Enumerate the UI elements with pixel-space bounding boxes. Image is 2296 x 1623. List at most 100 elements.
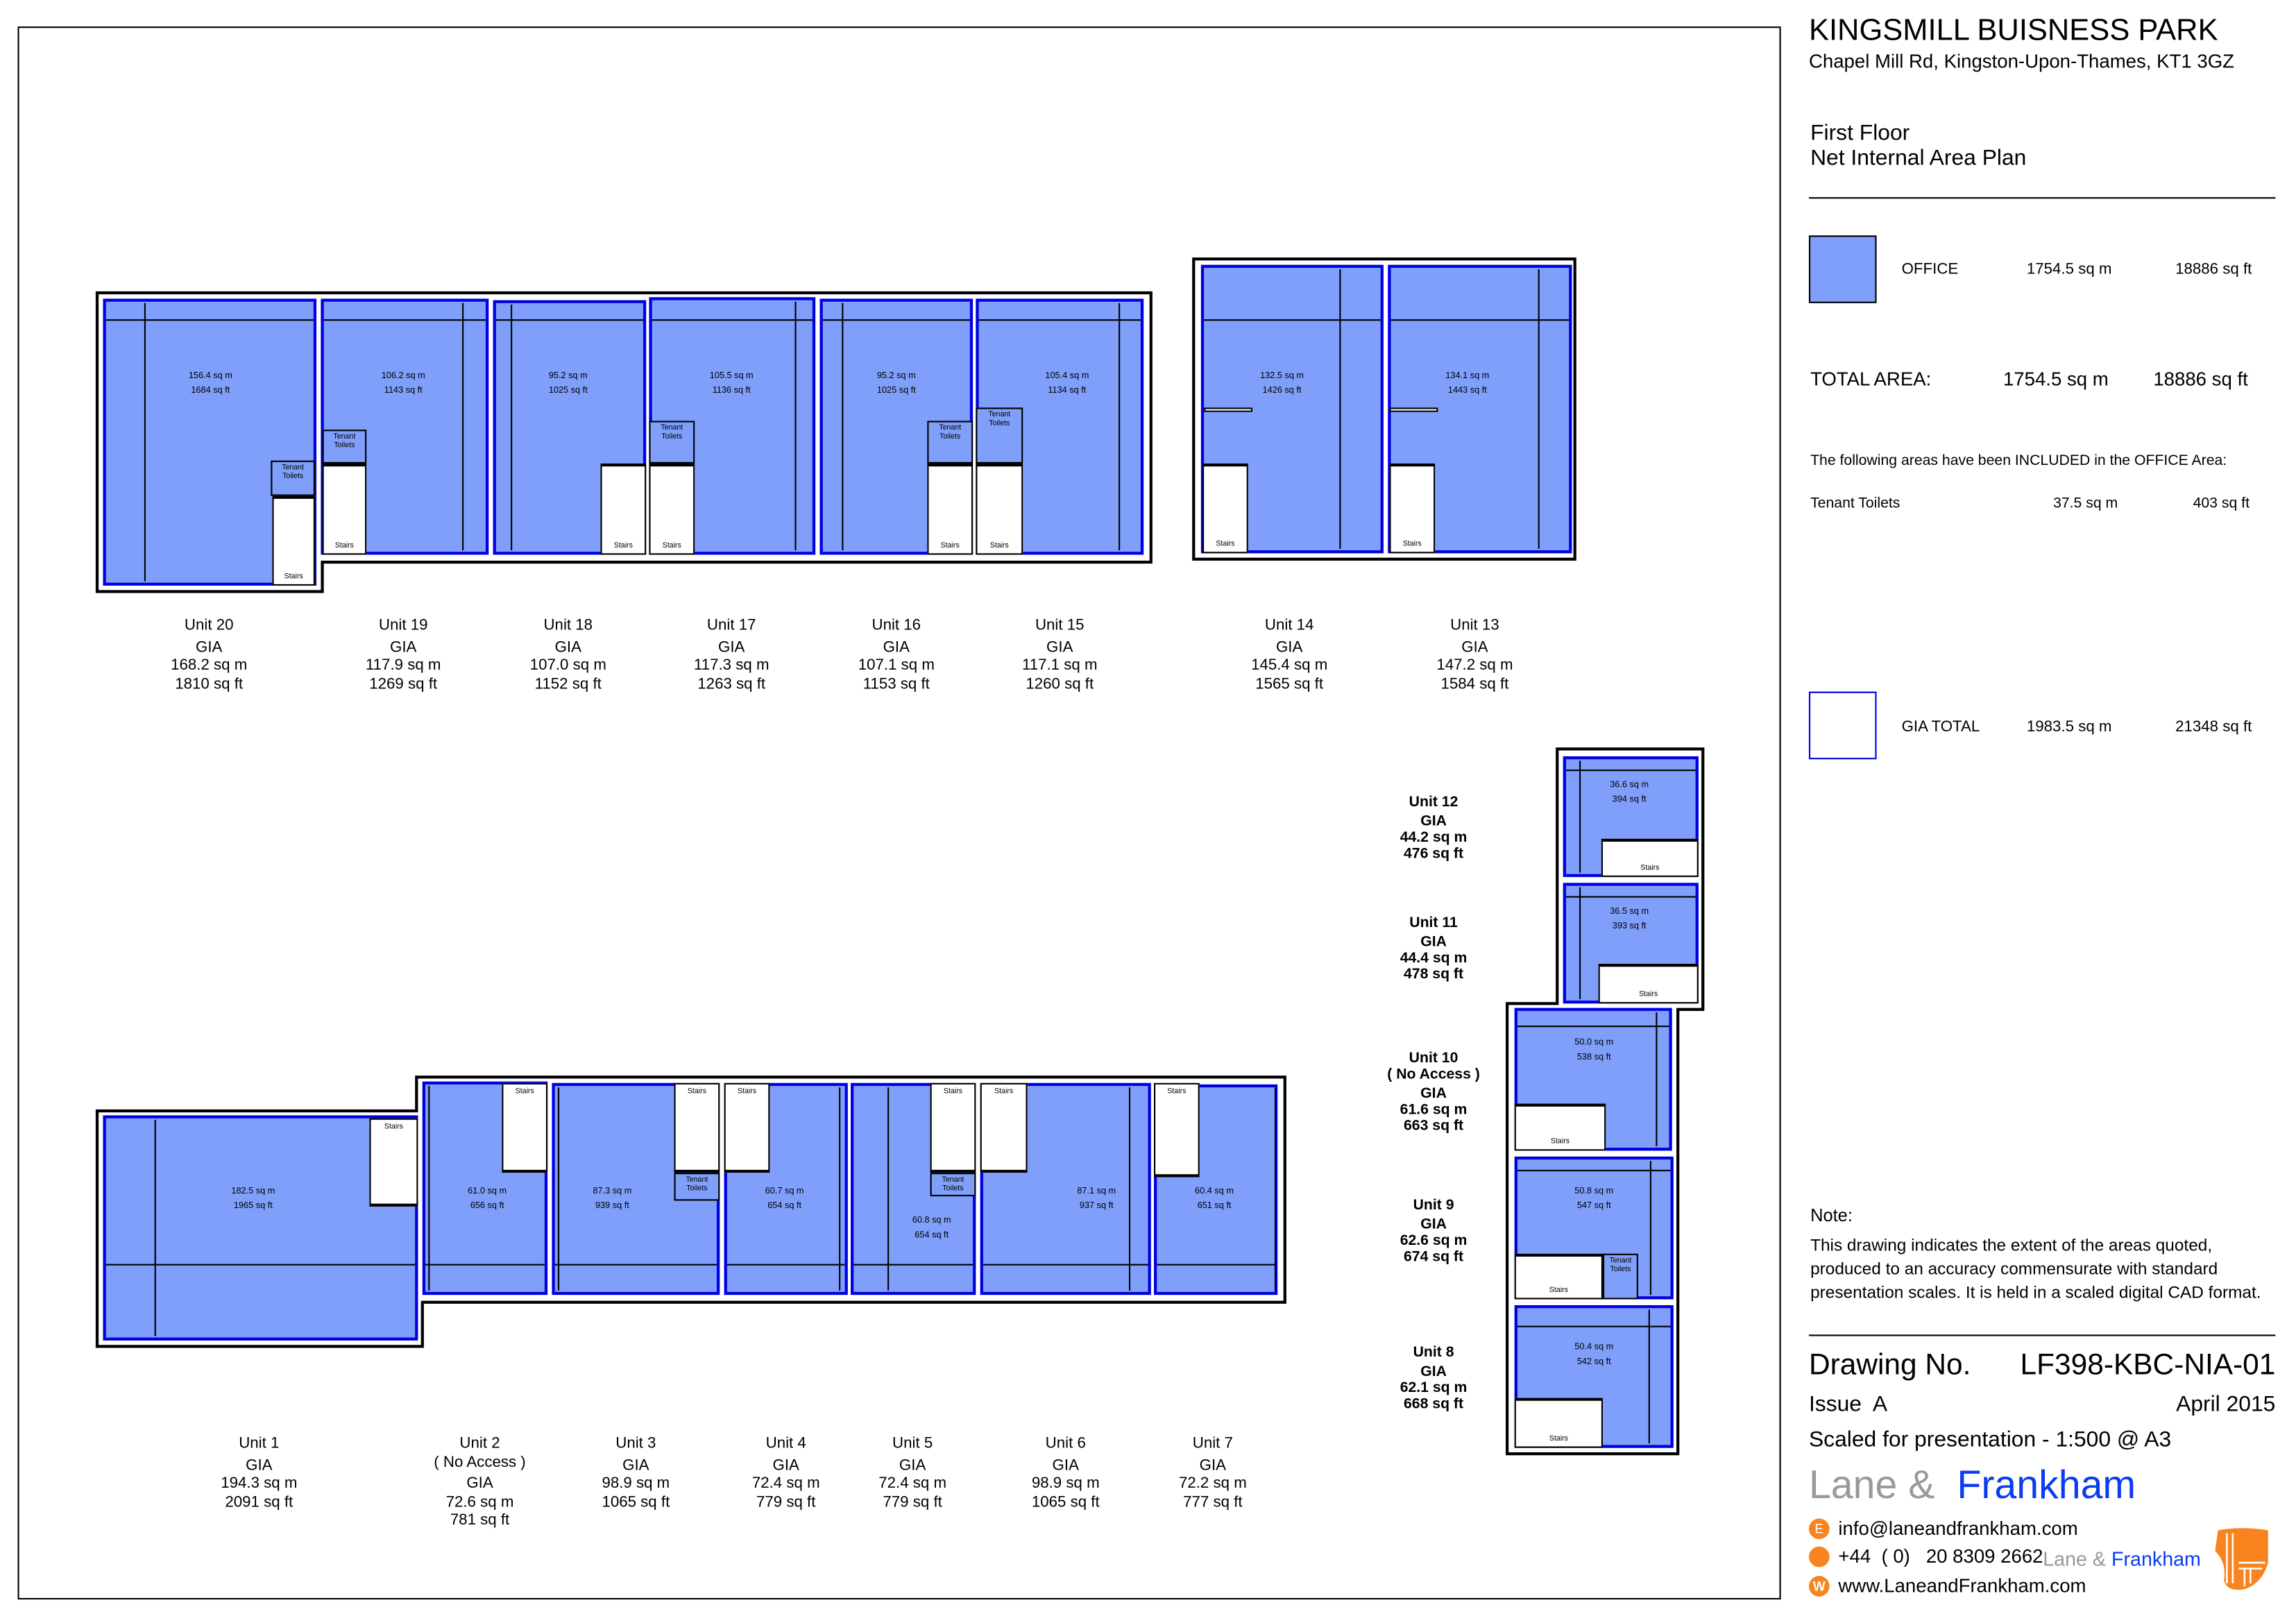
- note-text: This drawing indicates the extent of the…: [1810, 1234, 2261, 1305]
- dimension-line: [105, 1264, 416, 1266]
- unit-name: Unit 20: [184, 616, 234, 634]
- gia-sqm: 61.6 sq m: [1400, 1102, 1468, 1119]
- gia-sqft: 1584 sq ft: [1440, 674, 1509, 692]
- dimension-line: [144, 303, 146, 581]
- room-label: Stairs: [515, 1087, 534, 1096]
- wall-ledge: [1389, 407, 1438, 412]
- unit-name: Unit 16: [871, 616, 921, 634]
- email-link[interactable]: info@laneandfrankham.com: [1838, 1517, 2078, 1540]
- floor-title: First Floor: [1810, 120, 1910, 146]
- unit-19-office-area[interactable]: [321, 298, 489, 555]
- phone-icon: [1808, 1546, 1830, 1567]
- dimension-line: [1119, 303, 1121, 551]
- unit-name: Unit 17: [706, 616, 756, 634]
- gia-legend-sqm: 1983.5 sq m: [2026, 717, 2112, 736]
- dimension-line: [1648, 1309, 1650, 1444]
- dimension-line: [983, 1264, 1148, 1266]
- gia-sqm: 98.9 sq m: [602, 1474, 670, 1493]
- dimension-line: [853, 1264, 973, 1266]
- stairs-room: Stairs: [1389, 463, 1436, 554]
- wall-ledge: [1204, 407, 1253, 412]
- office-area-sqft: 538 sq ft: [1576, 1053, 1611, 1062]
- gia-label: GIA: [466, 1474, 493, 1493]
- office-area-sqft: 939 sq ft: [595, 1201, 629, 1211]
- gia-sqft: 1153 sq ft: [862, 674, 930, 692]
- dimension-line: [726, 1264, 845, 1266]
- web-icon: W: [1808, 1576, 1830, 1597]
- dimension-line: [1538, 269, 1540, 549]
- gia-sqft: 2091 sq ft: [225, 1493, 294, 1511]
- brand-logo-icon: [2215, 1528, 2268, 1590]
- office-area-sqft: 1443 sq ft: [1447, 386, 1487, 396]
- room-label: Stairs: [1167, 1087, 1187, 1096]
- office-area-sqft: 937 sq ft: [1079, 1201, 1114, 1211]
- dimension-line: [462, 303, 464, 551]
- dimension-line: [1339, 269, 1341, 549]
- office-area-sqm: 60.4 sq m: [1195, 1187, 1234, 1197]
- gia-label: GIA: [899, 1456, 926, 1474]
- office-area-sqft: 654 sq ft: [767, 1201, 802, 1211]
- gia-label: GIA: [883, 638, 910, 656]
- room-label: Stairs: [1550, 1137, 1570, 1146]
- office-area-sqft: 1426 sq ft: [1262, 386, 1302, 396]
- room-label: Stairs: [384, 1123, 403, 1132]
- unit-name: Unit 2: [459, 1434, 500, 1453]
- stairs-room: Stairs: [1514, 1103, 1606, 1151]
- project-address: Chapel Mill Rd, Kingston-Upon-Thames, KT…: [1808, 50, 2235, 72]
- brand-small-part2: Frankham: [2111, 1547, 2201, 1570]
- gia-sqm: 107.1 sq m: [858, 656, 935, 674]
- note-line: presentation scales. It is held in a sca…: [1810, 1284, 2261, 1302]
- gia-sqft: 781 sq ft: [450, 1511, 510, 1529]
- gia-label: GIA: [1199, 1456, 1227, 1474]
- unit-name: Unit 6: [1045, 1434, 1086, 1453]
- office-area-sqm: 106.2 sq m: [381, 372, 425, 382]
- dimension-line: [1128, 1087, 1131, 1291]
- stairs-room: Stairs: [502, 1082, 548, 1173]
- total-area-sqft: 18886 sq ft: [2153, 368, 2248, 390]
- room-label: Stairs: [1402, 539, 1422, 548]
- unit-note: ( No Access ): [1387, 1067, 1480, 1083]
- gia-sqm: 62.1 sq m: [1400, 1380, 1468, 1397]
- office-area-sqm: 36.6 sq m: [1610, 781, 1649, 790]
- room-label: Tenant Toilets: [661, 423, 683, 441]
- gia-sqm: 72.2 sq m: [1178, 1474, 1247, 1493]
- unit-name: Unit 19: [378, 616, 428, 634]
- stairs-room: Stairs: [1514, 1253, 1603, 1300]
- room-label: Stairs: [613, 541, 633, 550]
- room-label: Tenant Toilets: [988, 410, 1011, 428]
- note-line: This drawing indicates the extent of the…: [1810, 1237, 2213, 1255]
- unit-name: Unit 14: [1264, 616, 1314, 634]
- office-area-sqm: 95.2 sq m: [876, 372, 916, 382]
- room-label: Stairs: [737, 1087, 757, 1096]
- gia-sqm: 72.4 sq m: [878, 1474, 947, 1493]
- room-label: Stairs: [1640, 863, 1660, 872]
- room-label: Stairs: [687, 1087, 706, 1096]
- tenant-toilets-room: Tenant Toilets: [1602, 1253, 1638, 1300]
- office-area-sqm: 105.4 sq m: [1045, 372, 1089, 382]
- brand-wordmark: Lane & Frankham: [1809, 1463, 2136, 1509]
- gia-sqft: 1565 sq ft: [1255, 674, 1324, 692]
- room-label: Tenant Toilets: [942, 1175, 964, 1193]
- gia-sqm: 147.2 sq m: [1436, 656, 1513, 674]
- brand-name-part2: Frankham: [1957, 1462, 2136, 1507]
- gia-label: GIA: [390, 638, 417, 656]
- unit-name: Unit 5: [892, 1434, 933, 1453]
- website-link[interactable]: www.LaneandFrankham.com: [1838, 1574, 2086, 1597]
- gia-label: GIA: [622, 1456, 649, 1474]
- gia-sqm: 72.6 sq m: [445, 1493, 514, 1511]
- office-area-sqft: 656 sq ft: [470, 1201, 504, 1211]
- unit-name: Unit 12: [1409, 794, 1459, 811]
- gia-sqm: 44.2 sq m: [1400, 830, 1468, 847]
- gia-sqft: 1152 sq ft: [534, 674, 602, 692]
- room-label: Tenant Toilets: [282, 463, 305, 481]
- unit-name: Unit 4: [765, 1434, 806, 1453]
